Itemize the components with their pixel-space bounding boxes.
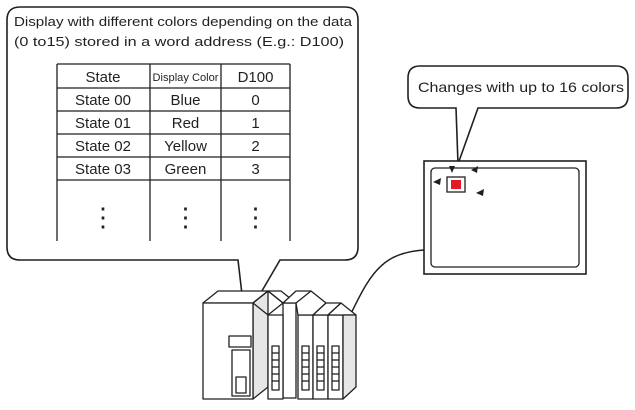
table-cell: Red <box>172 115 200 132</box>
table-cell: State 01 <box>75 115 131 132</box>
arrow-marker-icon <box>476 189 484 196</box>
table-cell: State 00 <box>75 92 131 109</box>
table-cell: 0 <box>251 92 259 109</box>
table-cell: 3 <box>251 161 259 178</box>
left-callout-line1: Display with different colors depending … <box>14 14 353 29</box>
arrow-marker-icon <box>471 166 478 173</box>
table-cell-ellipsis: ⋮ <box>173 202 199 232</box>
table-header-d100: D100 <box>238 69 274 86</box>
arrow-marker-icon <box>433 178 441 185</box>
lamp-red <box>451 180 461 189</box>
table-cell: State 03 <box>75 161 131 178</box>
table-cell: 2 <box>251 138 259 155</box>
table-header-display-color: Display Color <box>153 72 219 84</box>
table-header-state: State <box>85 69 120 86</box>
right-callout-bubble <box>407 65 629 165</box>
left-callout-bubble <box>6 6 359 323</box>
table-cell-ellipsis: ⋮ <box>90 202 116 232</box>
state-table <box>56 63 291 241</box>
arrow-marker-icon <box>449 166 455 173</box>
plc-unit-icon <box>202 290 357 400</box>
table-cell-ellipsis: ⋮ <box>243 202 269 232</box>
table-cell: Green <box>165 161 207 178</box>
right-callout-text: Changes with up to 16 colors <box>418 79 624 95</box>
table-cell: Blue <box>170 92 200 109</box>
table-cell: 1 <box>251 115 259 132</box>
table-cell: State 02 <box>75 138 131 155</box>
lamp-indicator-icon <box>446 176 466 193</box>
left-callout-line2: (0 to15) stored in a word address (E.g.:… <box>14 34 344 49</box>
table-cell: Yellow <box>164 138 207 155</box>
